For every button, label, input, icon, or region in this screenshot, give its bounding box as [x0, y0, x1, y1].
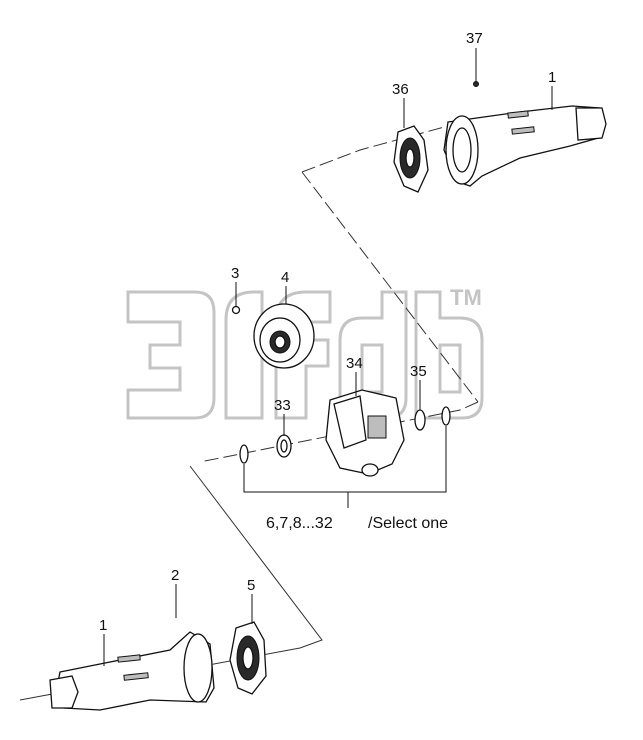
plug-37	[473, 81, 479, 87]
leader-lines	[103, 48, 553, 666]
callout-34: 34	[346, 355, 363, 372]
ring-35	[414, 409, 426, 431]
callout-2: 2	[171, 567, 179, 584]
select-note: 6,7,8...32 /Select one	[266, 515, 448, 532]
callout-1-top: 1	[548, 69, 556, 86]
callout-1-bottom: 1	[99, 617, 107, 634]
watermark-tm: TM	[450, 285, 482, 310]
callout-3: 3	[231, 265, 239, 282]
callouts: 1 37 36 3 4 34 35 33 2 5 1	[99, 30, 556, 634]
flange-36	[393, 125, 429, 193]
callout-36: 36	[392, 81, 409, 98]
shim-right	[441, 406, 451, 426]
axle-housing-bottom	[49, 631, 215, 711]
bushing-33	[276, 434, 292, 458]
screw-3	[231, 305, 241, 315]
select-label: /Select one	[368, 515, 448, 532]
callout-33: 33	[274, 397, 291, 414]
callout-4: 4	[281, 269, 289, 286]
callout-37: 37	[466, 30, 483, 47]
axle-housing-top	[443, 105, 607, 187]
hub-4	[253, 303, 315, 369]
shim-left	[239, 444, 249, 464]
callout-35: 35	[410, 363, 427, 380]
select-range: 6,7,8...32	[266, 515, 333, 532]
callout-5: 5	[247, 577, 255, 594]
case-34	[325, 389, 405, 477]
flange-5	[229, 621, 267, 695]
assembly-axis	[19, 119, 479, 701]
